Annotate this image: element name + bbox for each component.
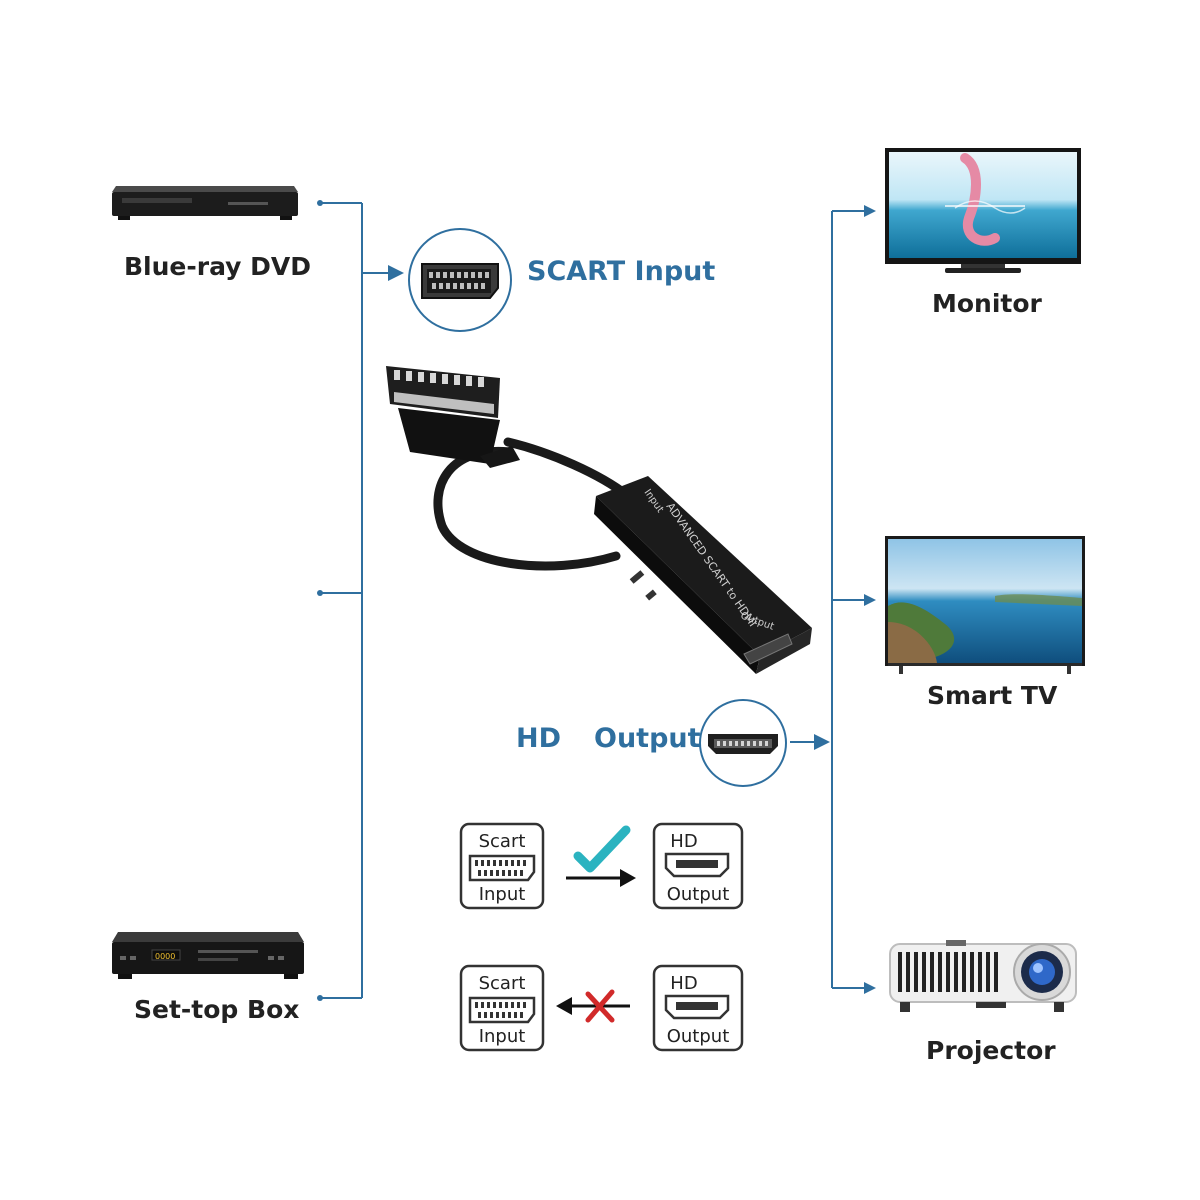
svg-text:Scart: Scart: [479, 831, 526, 852]
svg-text:Input: Input: [479, 884, 526, 905]
hdmi-port-icon: [708, 734, 778, 754]
hd-output-box-2: HD Output: [652, 964, 744, 1052]
projector-label: Projector: [926, 1036, 1056, 1065]
scart-port-icon: [421, 263, 499, 299]
scart-plug: [386, 366, 520, 468]
output-label: Output: [594, 723, 701, 754]
hdmi-output-circle: [699, 699, 787, 787]
bluray-player-image: [112, 186, 298, 220]
scart-input-circle: [408, 228, 512, 332]
hd-label: HD: [516, 723, 562, 754]
scart-to-hdmi-adapter-image: ADVANCED SCART to HDMI Input Output: [386, 366, 812, 674]
svg-text:HD: HD: [670, 973, 697, 994]
scart-input-label: SCART Input: [527, 256, 716, 287]
scart-input-box: Scart Input: [459, 822, 545, 910]
hd-output-box: HD Output: [652, 822, 744, 910]
projector-image: [889, 940, 1077, 1012]
svg-text:Output: Output: [667, 884, 730, 905]
settop-box-image: 0000: [112, 932, 304, 979]
smart-tv-image: [885, 536, 1085, 674]
svg-text:Output: Output: [667, 1026, 730, 1047]
svg-text:Scart: Scart: [479, 973, 526, 994]
direction-row-not-allowed: Scart Input HD Output: [459, 964, 744, 1052]
svg-text:0000: 0000: [155, 952, 175, 961]
svg-text:HD: HD: [670, 831, 697, 852]
svg-text:Input: Input: [479, 1026, 526, 1047]
cross-icon: [585, 989, 615, 1023]
adapter-body: ADVANCED SCART to HDMI Input Output: [594, 476, 812, 674]
bluray-label: Blue-ray DVD: [124, 252, 312, 281]
direction-row-allowed: Scart Input HD Output: [459, 822, 744, 910]
monitor-image: [885, 148, 1081, 273]
checkmark-icon: [573, 825, 631, 873]
settop-label: Set-top Box: [134, 995, 300, 1024]
monitor-label: Monitor: [932, 289, 1042, 318]
arrow-right-icon: [566, 869, 636, 887]
smarttv-label: Smart TV: [927, 681, 1058, 710]
scart-input-box-2: Scart Input: [459, 964, 545, 1052]
